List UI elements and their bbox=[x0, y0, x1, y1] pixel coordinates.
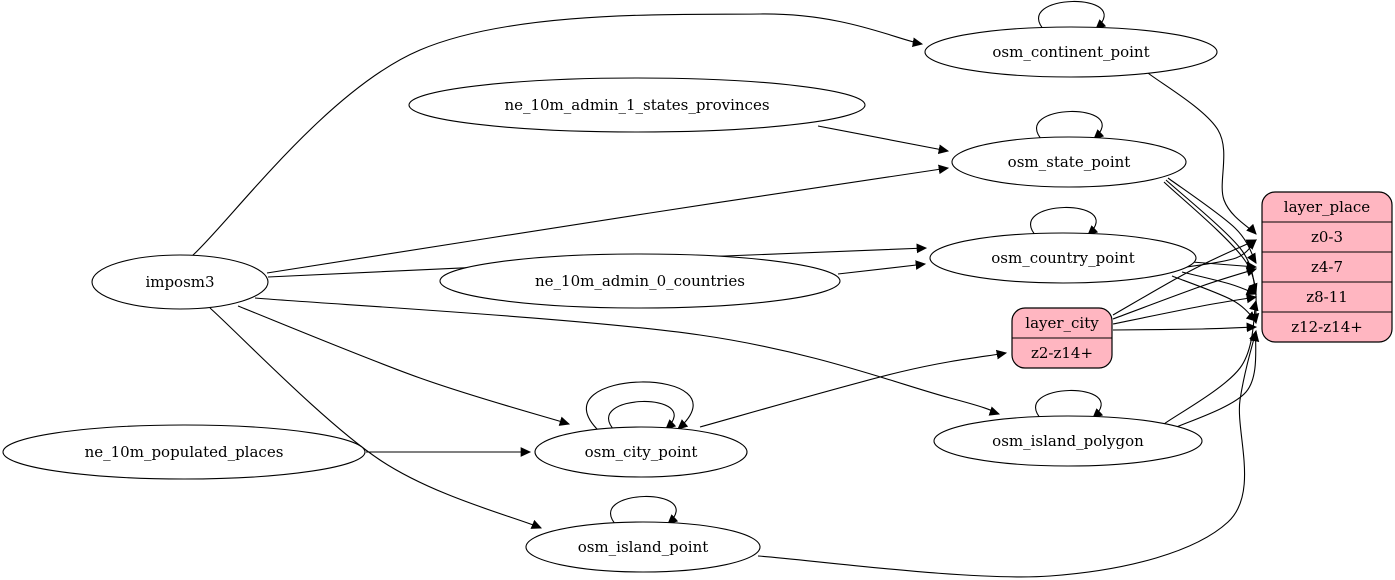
edge-imposm3-to-osm_continent_point bbox=[191, 13, 924, 257]
node-label-osm_continent_point: osm_continent_point bbox=[992, 43, 1149, 61]
node-label-imposm3: imposm3 bbox=[145, 273, 214, 291]
edge-osm_island_point-to-layer_place:z12-z14+ bbox=[757, 329, 1259, 578]
node-ne_10m_admin_0_countries: ne_10m_admin_0_countries bbox=[439, 253, 841, 309]
node-osm_continent_point: osm_continent_point bbox=[924, 0, 1218, 78]
node-shape-osm_continent_point bbox=[924, 26, 1218, 78]
self-loop-osm_island_point-0 bbox=[610, 495, 679, 527]
edge-osm_continent_point-to-layer_place:z0-3 bbox=[1147, 72, 1257, 235]
record-shape-layer_place bbox=[1261, 191, 1393, 343]
edge-osm_country_point-to-layer_place:z12-z14+ bbox=[1171, 275, 1257, 322]
self-loop-osm_island_polygon-0 bbox=[1035, 389, 1104, 421]
node-shape-osm_island_polygon bbox=[933, 415, 1203, 467]
record-row-layer_city-title: layer_city bbox=[1025, 314, 1099, 332]
node-label-osm_island_polygon: osm_island_polygon bbox=[992, 432, 1144, 450]
node-osm_state_point: osm_state_point bbox=[951, 110, 1187, 188]
edge-layer_city-to-layer_place:z0-3 bbox=[1112, 239, 1257, 316]
edge-layer_city-to-layer_place:z12-z14+ bbox=[1112, 322, 1258, 333]
node-imposm3: imposm3 bbox=[91, 254, 269, 310]
node-label-ne_10m_admin_0_countries: ne_10m_admin_0_countries bbox=[535, 272, 745, 290]
node-ne_10m_populated_places: ne_10m_populated_places bbox=[2, 424, 366, 480]
record-row-layer_place-z12-z14+: z12-z14+ bbox=[1291, 318, 1363, 336]
self-loop-osm_city_point-0 bbox=[608, 400, 677, 432]
node-osm_country_point: osm_country_point bbox=[929, 206, 1197, 284]
node-osm_city_point: osm_city_point bbox=[534, 381, 748, 478]
record-layer_city: layer_city z2-z14+ bbox=[1011, 307, 1113, 369]
edge-ne_10m_admin_0_countries-to-osm_country_point bbox=[837, 260, 927, 275]
node-shape-ne_10m_populated_places bbox=[2, 424, 366, 480]
node-label-osm_city_point: osm_city_point bbox=[585, 443, 698, 461]
self-loop-osm_country_point-0 bbox=[1030, 206, 1099, 238]
node-osm_island_polygon: osm_island_polygon bbox=[933, 389, 1203, 467]
record-row-layer_place-z4-7: z4-7 bbox=[1311, 258, 1343, 276]
edge-ne_10m_admin_1_states_provinces-to-osm_state_point bbox=[817, 125, 950, 154]
self-loop-osm_continent_point-0 bbox=[1038, 0, 1107, 32]
edge-osm_island_polygon-to-layer_place:z12-z14+ bbox=[1171, 330, 1260, 430]
edge-osm_island_polygon-to-layer_place:z8-11 bbox=[1163, 299, 1259, 425]
node-shape-osm_country_point bbox=[929, 232, 1197, 284]
node-shape-osm_city_point bbox=[534, 426, 748, 478]
edge-layer_city-to-layer_place:z8-11 bbox=[1112, 293, 1258, 325]
edge-osm_country_point-to-layer_place:z8-11 bbox=[1181, 271, 1258, 296]
edge-osm_state_point-to-layer_place:z4-7 bbox=[1167, 177, 1257, 264]
edge-imposm3-to-osm_island_point bbox=[209, 307, 543, 529]
self-loop-osm_state_point-0 bbox=[1036, 110, 1105, 142]
node-osm_island_point: osm_island_point bbox=[525, 495, 761, 573]
edges-layer bbox=[191, 13, 1260, 578]
edge-osm_city_point-to-layer_city:z2-z14+ bbox=[699, 349, 1008, 428]
node-label-osm_country_point: osm_country_point bbox=[991, 249, 1135, 267]
edge-imposm3-to-osm_state_point bbox=[266, 164, 950, 274]
edge-imposm3-to-osm_city_point bbox=[237, 305, 571, 426]
record-layer_place: layer_place z0-3 z4-7 z8-11 z12-z14+ bbox=[1261, 191, 1393, 343]
record-row-layer_city-z2-z14+: z2-z14+ bbox=[1031, 344, 1093, 362]
edge-osm_country_point-to-layer_place:z4-7 bbox=[1191, 261, 1258, 272]
node-label-ne_10m_populated_places: ne_10m_populated_places bbox=[85, 443, 284, 461]
node-shape-osm_island_point bbox=[525, 521, 761, 573]
record-row-layer_place-z8-11: z8-11 bbox=[1306, 288, 1348, 306]
node-ne_10m_admin_1_states_provinces: ne_10m_admin_1_states_provinces bbox=[408, 77, 866, 133]
node-shape-osm_state_point bbox=[951, 136, 1187, 188]
node-shape-imposm3 bbox=[91, 254, 269, 310]
edge-layer_city-to-layer_place:z4-7 bbox=[1112, 267, 1258, 320]
node-shape-ne_10m_admin_1_states_provinces bbox=[408, 77, 866, 133]
self-loop-osm_city_point-1 bbox=[585, 381, 694, 432]
node-label-osm_state_point: osm_state_point bbox=[1008, 153, 1131, 171]
node-label-ne_10m_admin_1_states_provinces: ne_10m_admin_1_states_provinces bbox=[504, 96, 769, 114]
node-label-osm_island_point: osm_island_point bbox=[578, 538, 709, 556]
record-row-layer_place-title: layer_place bbox=[1284, 198, 1371, 216]
edge-imposm3-to-osm_island_polygon bbox=[254, 297, 1001, 416]
record-row-layer_place-z0-3: z0-3 bbox=[1311, 228, 1343, 246]
node-shape-ne_10m_admin_0_countries bbox=[439, 253, 841, 309]
